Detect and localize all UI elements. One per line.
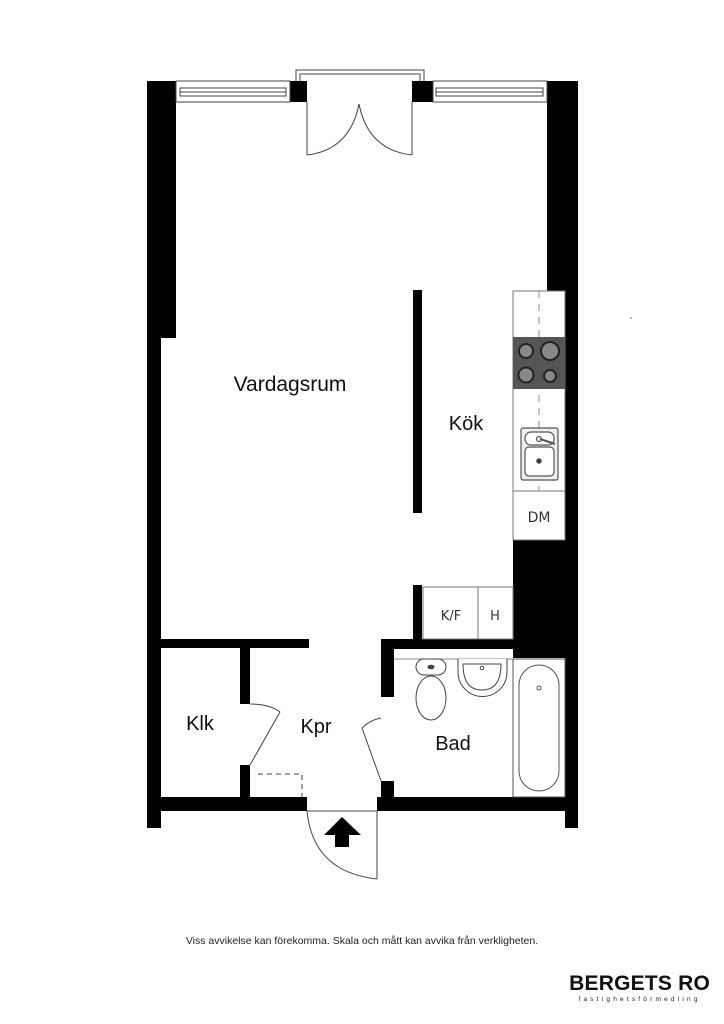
brand-logo: BERGETS RO fastighetsförmedling [569, 973, 710, 1005]
brand-name: BERGETS RO [569, 972, 710, 995]
fridge-freezer-label: K/F [441, 609, 461, 624]
washbasin-icon [457, 659, 508, 697]
top-wall [147, 81, 578, 338]
walls [147, 291, 578, 828]
room-label-kok: Kök [449, 413, 484, 435]
fridge-freezer: K/F [422, 586, 479, 640]
dot-mark [630, 317, 632, 319]
balcony-double-door-icon [295, 69, 425, 156]
klk-door [249, 703, 281, 766]
room-label-klk: Klk [186, 713, 215, 735]
disclaimer-text: Viss avvikelse kan förekomma. Skala och … [185, 935, 539, 947]
cabinet-label: H [490, 609, 500, 624]
dishwasher-label: DM [528, 510, 551, 526]
room-label-kpr: Kpr [300, 716, 331, 738]
bathtub-icon [512, 658, 566, 798]
brand-tagline: fastighetsförmedling [578, 996, 701, 1003]
interior-walls [161, 290, 513, 797]
toilet-icon [415, 658, 447, 721]
dishwasher: DM [513, 490, 565, 526]
room-label-vardagsrum: Vardagsrum [234, 373, 347, 396]
window-left [175, 80, 291, 103]
kitchen-counter [512, 290, 566, 541]
entrance-door[interactable] [306, 810, 378, 880]
stove-icon [513, 337, 565, 389]
window-right [432, 80, 548, 103]
entrance-arrow-icon [324, 817, 361, 847]
kitchen-sink-icon [520, 427, 559, 481]
room-label-bad: Bad [435, 733, 471, 755]
cabinet: H [477, 586, 514, 640]
bad-door [361, 717, 382, 782]
hall-dashed-outline [258, 773, 303, 797]
